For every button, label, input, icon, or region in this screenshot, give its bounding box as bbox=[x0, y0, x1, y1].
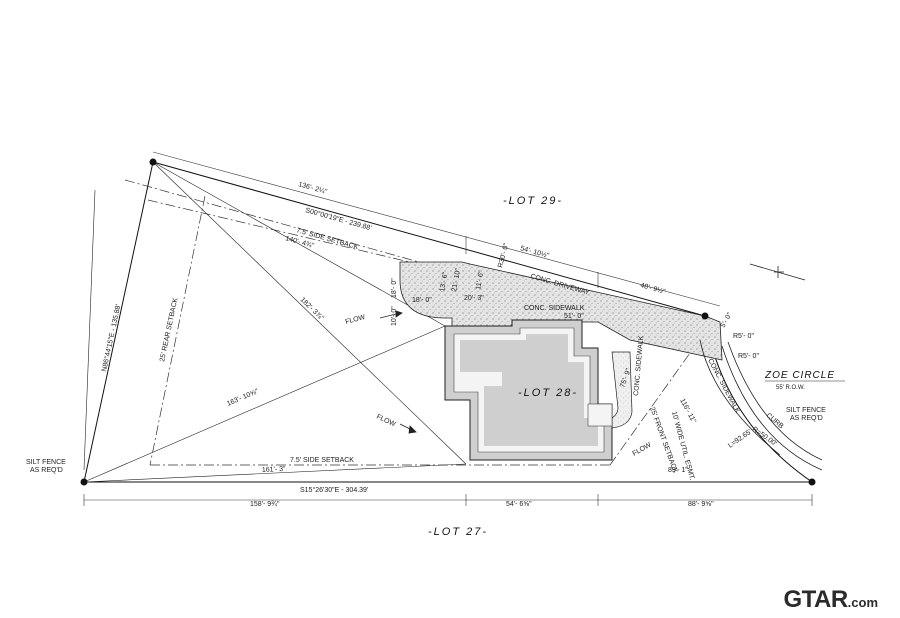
curb-note: CURB bbox=[765, 412, 785, 430]
silt-left-2: AS REQ'D bbox=[30, 467, 63, 474]
dim-bottom-inner: 161'- 3" bbox=[262, 466, 286, 474]
dim-slab-c: 11'- 6" bbox=[475, 270, 485, 291]
dim-bottom-mid: 54'- 6⅝" bbox=[506, 501, 532, 508]
west-bearing: N86°44'15"E - 135.88' bbox=[100, 304, 122, 373]
dim-chord: 5'- 0" bbox=[720, 311, 734, 329]
dim-diag-b: 163'- 10⅝" bbox=[226, 388, 260, 408]
concrete-driveway bbox=[399, 261, 723, 361]
sidewalk-note-2: CONC. SIDEWALK bbox=[633, 335, 645, 396]
north-arrow-icon bbox=[749, 263, 806, 281]
silt-left-1: SILT FENCE bbox=[26, 459, 66, 466]
lot-27-label: -LOT 27- bbox=[428, 526, 488, 538]
dim-notch-c: 51'- 0" bbox=[564, 313, 584, 320]
dim-notch-a: 18'- 0" bbox=[391, 278, 398, 298]
dim-radius-2: R5'- 0" bbox=[733, 333, 754, 340]
lot-28-label: -LOT 28- bbox=[518, 387, 578, 399]
flow-note-1: FLOW bbox=[345, 314, 367, 326]
flow-note-2: FLOW bbox=[375, 413, 397, 428]
silt-right-2: AS REQ'D bbox=[790, 415, 823, 422]
watermark-domain: .com bbox=[847, 595, 878, 610]
dim-slab-b: 21'- 10" bbox=[451, 267, 462, 292]
dim-arc-len: L=92.65' bbox=[727, 429, 753, 450]
house-interior bbox=[460, 334, 598, 446]
flow-note-3: FLOW bbox=[632, 441, 653, 457]
dim-top-mid: 54'- 10½" bbox=[519, 244, 550, 260]
dim-radius-3: R5'- 0" bbox=[738, 353, 759, 360]
diagonal-lines bbox=[83, 161, 467, 483]
dim-drive-w: 20'- 3" bbox=[464, 295, 484, 302]
street-row: 55' R.O.W. bbox=[776, 385, 805, 391]
sidewalk-note-1: CONC. SIDEWALK bbox=[524, 305, 585, 312]
street-curb bbox=[699, 339, 823, 471]
concrete-sidewalk-path bbox=[611, 351, 633, 429]
sidewalk-note-3: CONC. SIDEWALK bbox=[706, 358, 741, 415]
corner-monuments bbox=[80, 158, 816, 486]
flow-arrow-icon bbox=[379, 310, 417, 434]
north-bearing: S00°00'19"E - 239.88' bbox=[304, 206, 372, 232]
south-bearing: S15°26'30"E - 304.39' bbox=[300, 486, 368, 494]
dim-top-total: 136'- 2¼" bbox=[297, 181, 328, 196]
dim-garage-depth: 18'- 0" bbox=[412, 297, 432, 304]
lot-29-label: -LOT 29- bbox=[503, 195, 563, 207]
dim-bottom-right: 88'- 9⅝" bbox=[688, 501, 714, 508]
rear-setback: 25' REAR SETBACK bbox=[159, 297, 179, 362]
gtar-watermark: GTAR .com bbox=[783, 586, 878, 614]
dim-diag-right: 116'- 11" bbox=[678, 398, 697, 425]
dim-diag-a: 182'- 3⅞" bbox=[299, 296, 325, 322]
dim-right-short: 89'- 1" bbox=[668, 467, 688, 474]
dim-bottom-left: 158'- 9¾" bbox=[250, 501, 280, 508]
street-name: ZOE CIRCLE bbox=[764, 370, 835, 381]
watermark-main: GTAR bbox=[783, 586, 848, 613]
porch bbox=[587, 403, 613, 427]
dim-slab-a: 13'- 6" bbox=[439, 271, 449, 292]
dim-notch-b: 10'- 0" bbox=[391, 306, 398, 326]
dimension-lines bbox=[83, 151, 813, 506]
side-setback-bottom: 7.5' SIDE SETBACK bbox=[290, 457, 354, 464]
dim-top-right: 48'- 9½" bbox=[639, 281, 666, 296]
silt-right-1: SILT FENCE bbox=[786, 407, 826, 414]
